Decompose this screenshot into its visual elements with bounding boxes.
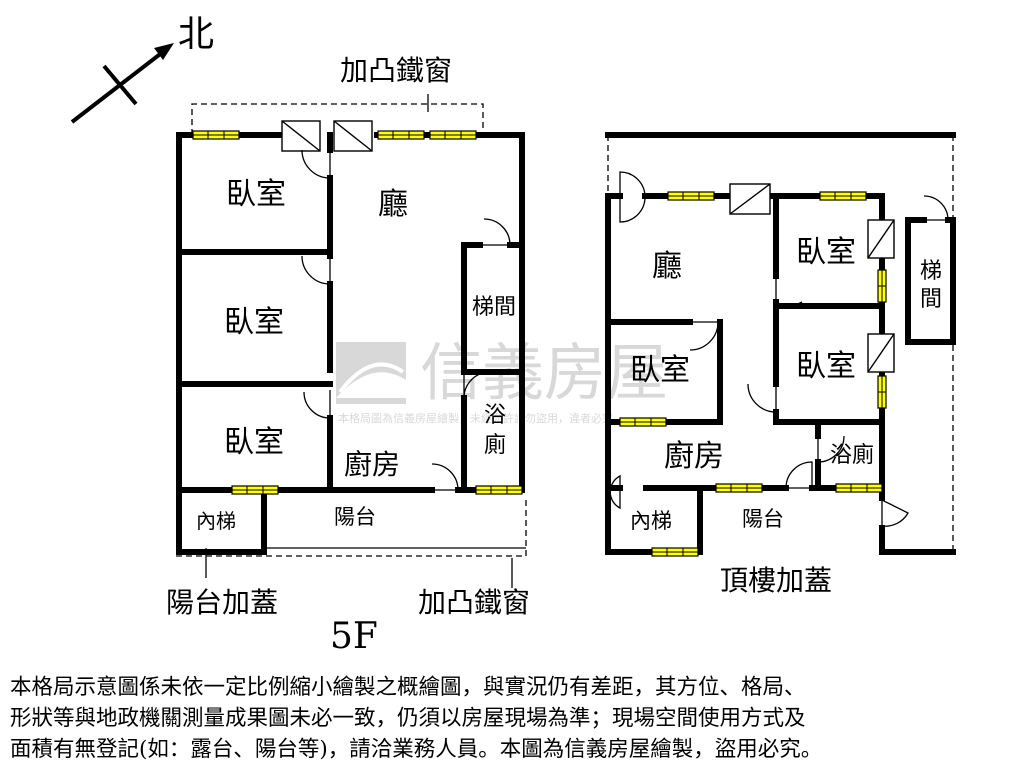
north-arrow-icon (70, 43, 174, 124)
doors-5f (301, 149, 511, 491)
room-stairwell: 梯間 (472, 295, 516, 320)
room-living: 廳 (378, 187, 408, 222)
room-bedroom-roof-1: 臥室 (796, 235, 856, 270)
room-inner-stairs-roof: 內梯 (630, 509, 672, 533)
room-bedroom-roof-2: 臥室 (796, 349, 856, 384)
watermark-notice: 本格局圖為信義房屋繪製，未經允許請勿盜用，違者必究 (338, 411, 613, 425)
room-bedroom-3: 臥室 (224, 425, 284, 460)
disclaimer-line-3: 面積有無登記(如：露台、陽台等)，請洽業務人員。本圖為信義房屋繪製，盜用必究。 (10, 737, 823, 762)
plan-title-5f: 5F (330, 616, 378, 657)
sliding-window-rooftop (729, 183, 895, 373)
annotation-bottom-right: 加凸鐵窗 (418, 586, 530, 619)
room-bedroom-roof-3: 臥室 (630, 353, 690, 388)
bay-window-outline (191, 103, 484, 135)
doors-rooftop (609, 171, 949, 527)
room-bedroom-1: 臥室 (226, 177, 286, 212)
plan-rooftop: 廳 臥室 臥室 臥室 梯 間 浴廁 廚房 內梯 陽台 頂樓加蓋 (605, 132, 956, 597)
disclaimer-text: 本格局示意圖係未依一定比例縮小繪製之概繪圖，與實況仍有差距，其方位、格局、 形狀… (10, 672, 1015, 765)
room-kitchen: 廚房 (344, 448, 400, 481)
room-balcony-roof: 陽台 (742, 507, 784, 531)
north-label: 北 (178, 14, 214, 55)
room-bath-roof: 浴廁 (830, 443, 874, 468)
room-balcony: 陽台 (334, 505, 376, 529)
room-stair-roof-2: 間 (920, 287, 942, 312)
sliding-window-5f (281, 120, 373, 152)
room-kitchen-roof: 廚房 (664, 439, 724, 474)
disclaimer-line-2: 形狀等與地政機關測量成果圖未必一致，仍須以房屋現場為準；現場空間使用方式及 (10, 706, 806, 731)
bay-window-outline-bottom (176, 498, 527, 557)
room-living-roof: 廳 (652, 249, 682, 284)
room-inner-stairs: 內梯 (196, 509, 236, 533)
watermark-logo (336, 342, 406, 404)
disclaimer-line-1: 本格局示意圖係未依一定比例縮小繪製之概繪圖，與實況仍有差距，其方位、格局、 (10, 675, 806, 700)
annotation-top: 加凸鐵窗 (340, 54, 452, 87)
annotation-bottom-left: 陽台加蓋 (166, 586, 278, 619)
floor-plan-diagram: 信義房屋 本格局圖為信義房屋繪製，未經允許請勿盜用，違者必究 北 (70, 14, 956, 657)
room-stair-roof-1: 梯 (920, 259, 942, 284)
room-bath-2: 廁 (484, 433, 506, 458)
room-bath-1: 浴 (484, 403, 506, 428)
plan-title-rooftop: 頂樓加蓋 (720, 564, 832, 597)
plan-5f: 臥室 臥室 臥室 廳 梯間 浴 廁 廚房 內梯 陽台 加凸鐵窗 陽台加蓋 加凸鐵… (166, 54, 530, 657)
room-bedroom-2: 臥室 (224, 305, 284, 340)
